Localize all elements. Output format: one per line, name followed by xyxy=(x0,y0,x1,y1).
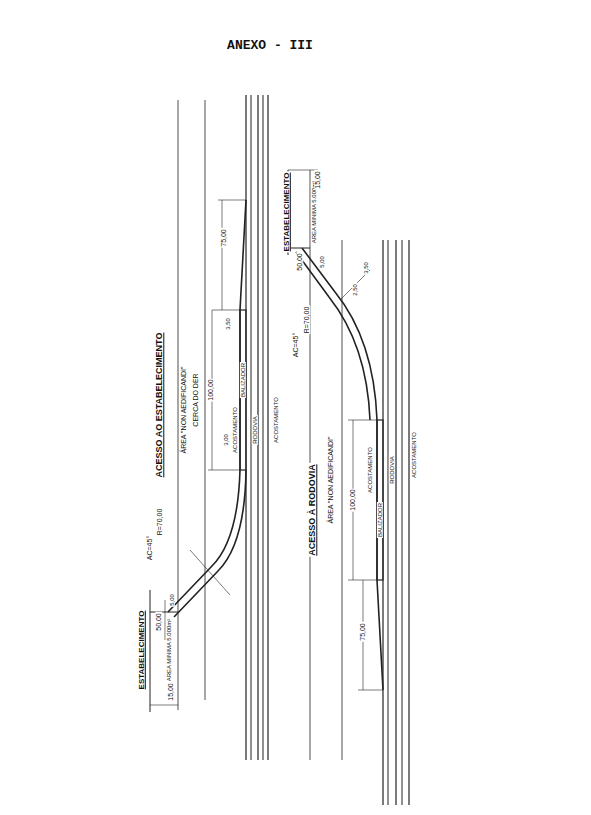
dimension-label: 5,00 xyxy=(319,255,325,269)
dimension-label: 100,00 xyxy=(349,488,356,511)
dimension-label: ACOSTAMENTO xyxy=(232,406,238,454)
dimension-label: BALIZADOR xyxy=(240,362,246,398)
dimension-label: ACOSTAMENTO xyxy=(273,396,279,444)
dimension-label: 100,00 xyxy=(207,378,214,401)
dimension-label: ACOSTAMENTO xyxy=(411,431,417,479)
dimension-label: ÁREA "NON AEDIFICANDI" xyxy=(327,435,334,524)
dimension-label: 3,00 xyxy=(223,433,229,447)
drawing-heading: ACESSO À RODOVIA xyxy=(308,463,317,557)
dimension-label: RODOVIA xyxy=(252,415,258,445)
dimension-label: 15,00 xyxy=(167,682,174,702)
sheet-title: ANEXO - III xyxy=(227,38,313,53)
drawing-heading: ESTABELECIMENTO xyxy=(283,172,291,253)
dimension-label: CERCA DO DER xyxy=(192,372,199,427)
dimension-label: 75,00 xyxy=(220,228,227,248)
dimension-label: AC=45° xyxy=(146,535,153,561)
dimension-label: ÁREA "NON AEDIFICANDI" xyxy=(180,365,187,454)
drawing-heading: ESTABELECIMENTO xyxy=(138,610,146,691)
dimension-label: ACOSTAMENTO xyxy=(367,446,373,494)
dimension-label: R=70,00 xyxy=(303,306,310,335)
dimension-label: AC=45° xyxy=(292,332,299,358)
dimension-label: BALIZADOR xyxy=(377,502,383,538)
dimension-label: R=70,00 xyxy=(156,508,163,537)
dimension-label: 3,50 xyxy=(363,261,369,275)
dimension-label: 15,00 xyxy=(314,170,321,190)
drawing-heading: ACESSO AO ESTABELECIMENTO xyxy=(155,332,164,479)
dimension-label: AREA MINIMA 5.000m² xyxy=(166,618,172,683)
dimension-label: 5,00 xyxy=(169,593,175,607)
dimension-label: 2,50 xyxy=(352,283,358,297)
dimension-label: RODOVIA xyxy=(389,455,395,485)
dimension-label: 50,00 xyxy=(155,612,162,632)
dimension-label: 75,00 xyxy=(359,622,366,642)
dimension-label: 50,00 xyxy=(296,252,303,272)
dimension-label: 3,50 xyxy=(225,317,231,331)
